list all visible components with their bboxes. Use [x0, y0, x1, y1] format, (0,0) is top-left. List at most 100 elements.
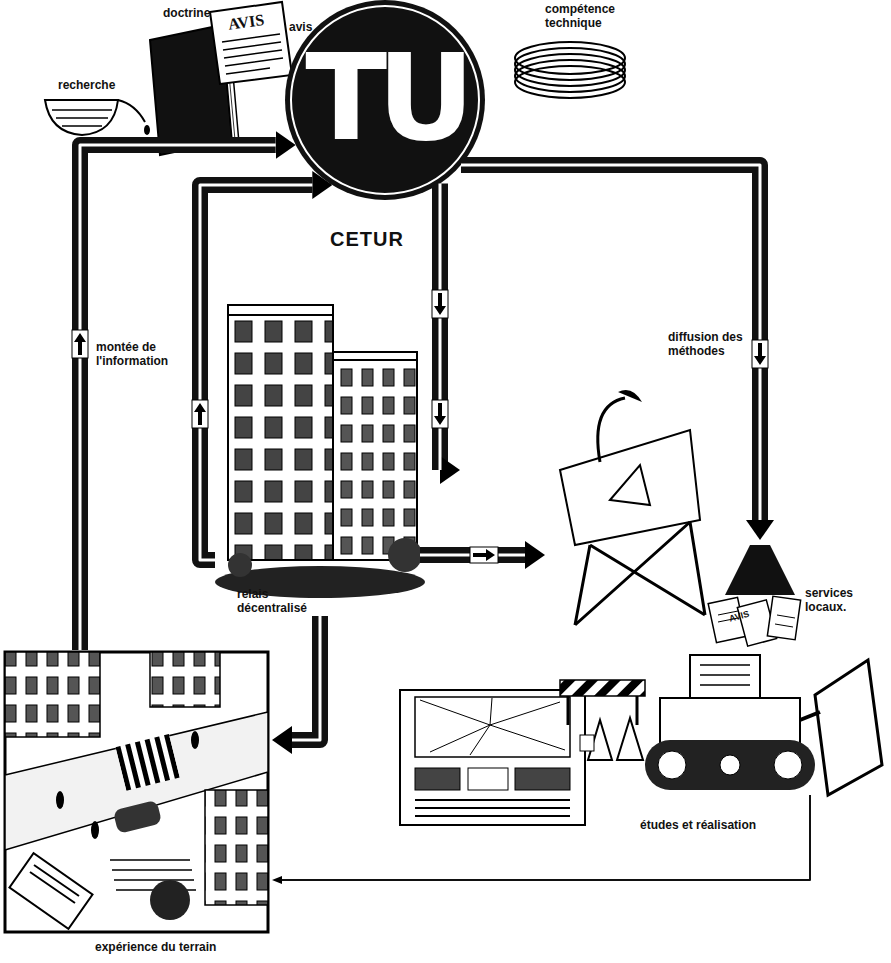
drafting-table — [618, 390, 642, 402]
office-building — [228, 305, 333, 315]
bulldozer — [645, 740, 815, 790]
roadworks-barrier — [560, 680, 645, 696]
office-building — [228, 553, 252, 577]
flow-arrow — [432, 290, 448, 318]
advice-document — [222, 34, 283, 74]
node-label: recherche — [58, 78, 128, 92]
flow-pipe — [200, 185, 312, 560]
local-services-node: services locaux. — [545, 540, 880, 795]
street-scene — [191, 731, 199, 749]
flow-arrow — [74, 333, 86, 355]
instrument-case — [415, 800, 570, 816]
street-scene — [91, 821, 99, 839]
advice-document — [210, 2, 292, 84]
instrument-case — [420, 698, 565, 755]
pipe-highlight — [439, 184, 442, 470]
pipe-highlight — [292, 616, 320, 740]
flow-pipe — [461, 165, 760, 520]
field-node: expérience du terrain — [0, 650, 272, 963]
logo-disc — [285, 0, 485, 200]
instrument-case — [468, 768, 508, 790]
drafting-table — [560, 430, 700, 545]
edge-label: montée de l'information — [96, 340, 176, 368]
technical-coil — [515, 42, 625, 98]
competence-node: compétence technique — [515, 0, 640, 110]
office-building — [215, 305, 425, 598]
node-label: doctrine — [163, 6, 233, 20]
flow-pipe — [420, 555, 525, 556]
instrument-case — [400, 690, 585, 825]
street-scene — [205, 790, 268, 905]
pipe-highlight — [80, 145, 276, 650]
pipe-highlight — [420, 554, 525, 557]
distribution-funnel — [767, 596, 800, 640]
street-scene — [150, 880, 190, 920]
street-scene — [30, 865, 79, 903]
drafting-table — [575, 522, 705, 625]
pipe-body — [80, 145, 276, 650]
pipe-highlight — [461, 165, 760, 520]
roadworks-barrier — [568, 696, 637, 725]
node-label: services locaux. — [805, 586, 877, 614]
flow-arrow — [752, 340, 768, 368]
street-scene — [150, 652, 220, 707]
research-dish — [52, 110, 112, 126]
street-scene — [5, 652, 100, 737]
node-label: compétence technique — [545, 2, 630, 30]
distribution-funnel — [725, 545, 795, 595]
flow-arrow — [72, 290, 768, 563]
research-dish — [144, 125, 150, 135]
drafting-table — [610, 465, 650, 505]
node-label: AVIS — [227, 8, 289, 34]
relay-node: relais décentralisé — [215, 298, 420, 616]
node-label: CETUR — [330, 228, 430, 250]
bulldozer — [660, 698, 800, 743]
pamphlet-label: AVIS — [728, 604, 769, 624]
office-building — [388, 538, 422, 572]
logo-circle: TUCETUR — [285, 0, 485, 200]
edge-label: études et réalisation — [640, 818, 810, 832]
research-dish — [118, 100, 145, 122]
bulldozer — [720, 755, 740, 775]
drafting-table — [598, 398, 625, 462]
pipe-body — [461, 165, 760, 520]
roadworks-barrier — [617, 718, 643, 760]
bulldozer — [690, 655, 760, 700]
flow-arrow — [470, 547, 498, 563]
technical-coil — [515, 66, 625, 98]
node-label: relais décentralisé — [237, 587, 327, 615]
flow-arrow — [194, 403, 206, 425]
node-label: expérience du terrain — [95, 940, 270, 954]
street-scene — [5, 652, 268, 932]
office-building — [228, 315, 333, 560]
instrument-case — [400, 690, 585, 825]
flow-arrow — [192, 400, 208, 428]
advice-document — [210, 2, 292, 84]
distribution-funnel — [708, 545, 800, 646]
pipe-body — [420, 547, 525, 563]
flow-arrow-line — [282, 795, 810, 880]
doctrine-node: doctrine — [145, 6, 235, 146]
bulldozer — [645, 655, 882, 795]
technical-coil — [515, 60, 625, 92]
flow-arrow — [432, 400, 448, 428]
bulldozer — [658, 751, 686, 779]
flow-pipe — [440, 184, 441, 470]
node-label: TU — [285, 38, 485, 158]
pipe-highlight — [200, 185, 312, 560]
bulldozer — [815, 660, 882, 795]
research-dish — [45, 100, 118, 135]
flow-arrow — [72, 330, 88, 358]
instrument-case — [415, 697, 570, 757]
bulldozer — [800, 712, 820, 720]
roadworks-barrier — [560, 680, 645, 760]
flow-pipe — [80, 145, 276, 650]
roadworks-barrier — [580, 735, 594, 751]
flow-arrow — [473, 549, 495, 561]
office-building — [333, 352, 417, 360]
instrument-case — [515, 768, 570, 790]
street-scene — [115, 734, 179, 791]
